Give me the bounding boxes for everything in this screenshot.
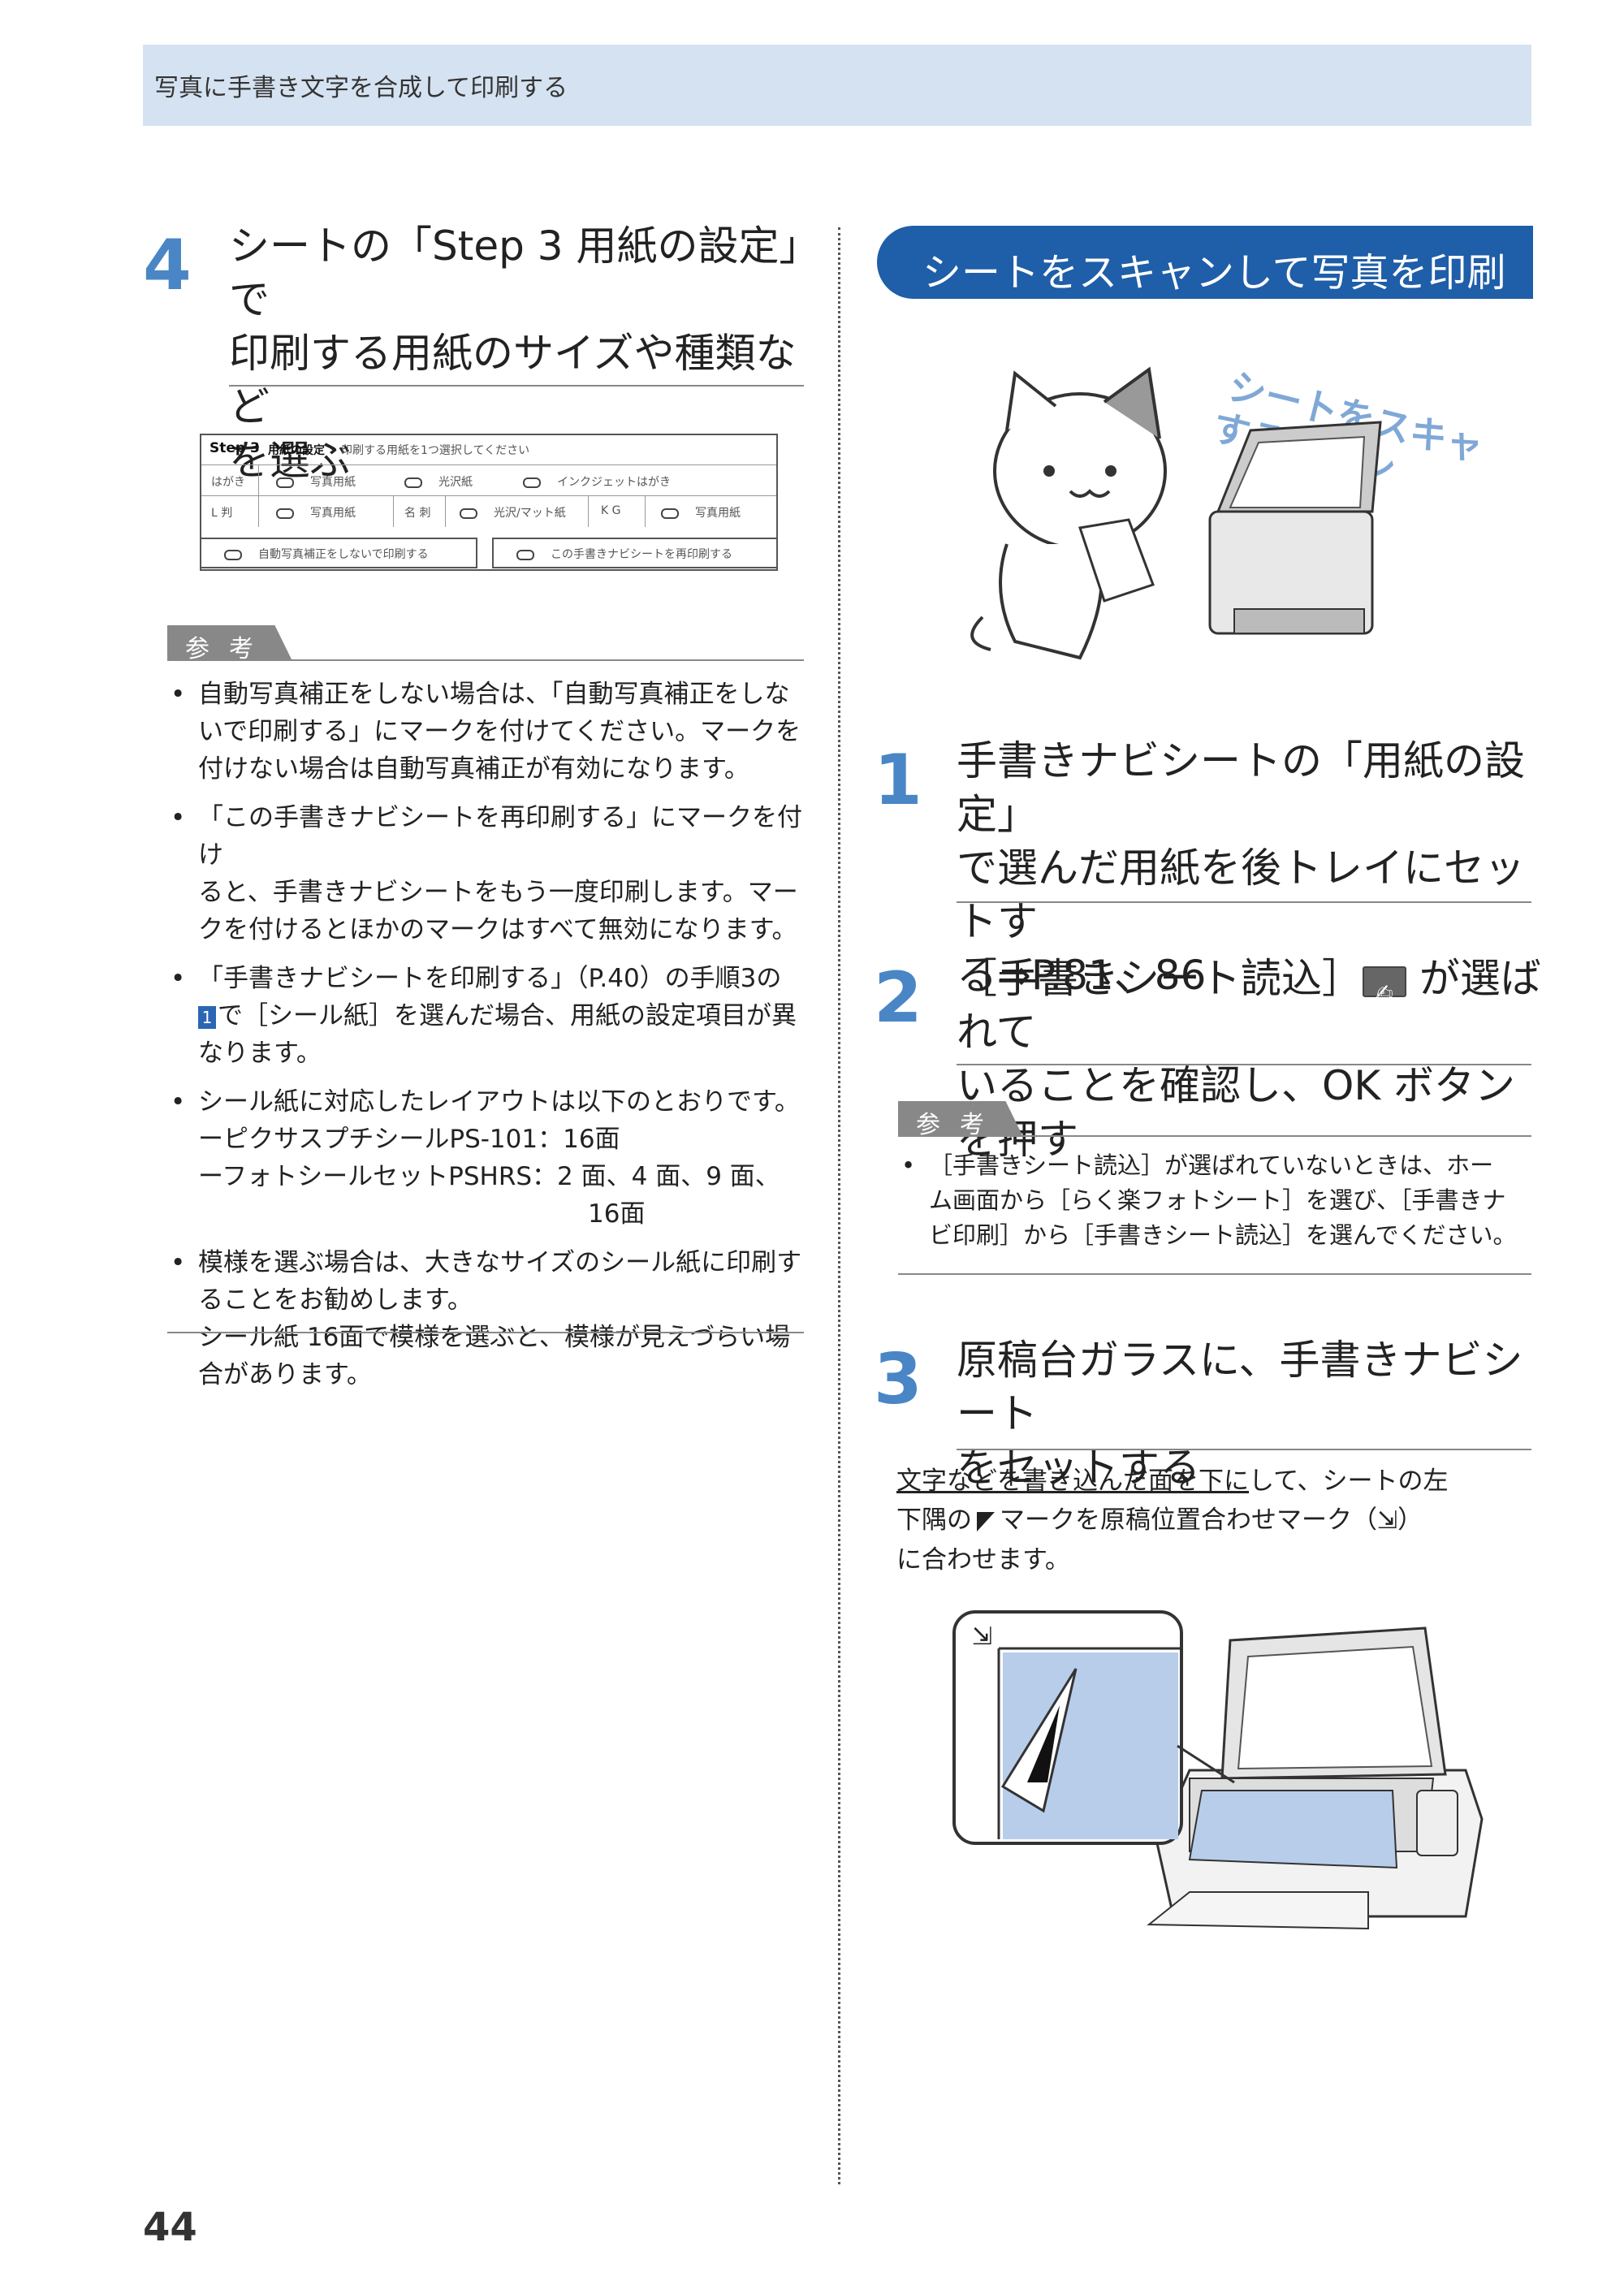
paper-settings-table: Step 3 用紙の設定 印刷する用紙を1つ選択してください はがき 写真用紙 … bbox=[200, 434, 778, 571]
alignment-mark-icon: ⇲ bbox=[1377, 1506, 1398, 1535]
step-2-number: 2 bbox=[874, 957, 922, 1039]
reference-rule bbox=[167, 659, 804, 661]
radio-icon[interactable] bbox=[404, 477, 422, 488]
step-3-body: 文字などを書き込んだ面を下にして、シートの左 下隅のマークを原稿位置合わせマーク… bbox=[896, 1467, 1449, 1575]
step-4-title: シートの「Step 3 用紙の設定」で 印刷する用紙のサイズや種類など を選ぶ bbox=[229, 222, 800, 484]
option-no-auto-correct[interactable]: 自動写真補正をしないで印刷する bbox=[200, 538, 477, 568]
radio-icon[interactable] bbox=[276, 477, 294, 488]
cat-scanner-illustration: シートをスキャン するニャン bbox=[970, 364, 1478, 660]
settings-row-l-size: L 判 写真用紙 名 刺 光沢/マット紙 K G 写真用紙 bbox=[201, 495, 776, 527]
corner-mark-icon bbox=[977, 1511, 995, 1531]
reference-tag-right: 参考 bbox=[898, 1101, 1023, 1137]
scanner-placement-illustration: ⇲ bbox=[952, 1610, 1484, 1930]
step-3-rule bbox=[957, 1449, 1531, 1450]
option-reprint-sheet[interactable]: この手書きナビシートを再印刷する bbox=[492, 538, 778, 568]
note-4: • シール紙に対応したレイアウトは以下のとおりです。 ーピクサスプチシールPS-… bbox=[171, 1087, 800, 1229]
page-number: 44 bbox=[143, 2205, 197, 2250]
header-title: 写真に手書き文字を合成して印刷する bbox=[154, 74, 568, 102]
reference-rule-right bbox=[898, 1135, 1531, 1137]
note-5: • 模様を選ぶ場合は、大きなサイズのシール紙に印刷す ることをお勧めします。 シ… bbox=[171, 1248, 802, 1389]
step-1-title: 手書きナビシートの「用紙の設定」 で選んだ用紙を後トレイにセットす る⇒P.81… bbox=[957, 737, 1525, 999]
step-1-number: 1 bbox=[874, 740, 922, 821]
step-2-title: ［手書きシート読込］ が選ばれて いることを確認し、OK ボタンを押す bbox=[957, 952, 1541, 1166]
ref-end-rule-right bbox=[898, 1273, 1531, 1275]
notes-end-rule bbox=[167, 1332, 804, 1333]
handwritten-sheet-icon bbox=[1363, 966, 1406, 1020]
settings-row-postcard: はがき 写真用紙 光沢紙 インクジェットはがき bbox=[201, 464, 776, 496]
column-divider bbox=[838, 227, 840, 2184]
note-2: • 「この手書きナビシートを再印刷する」にマークを付け ると、手書きナビシートを… bbox=[171, 803, 802, 944]
reference-tag: 参考 bbox=[167, 625, 292, 661]
svg-text:⇲: ⇲ bbox=[972, 1622, 992, 1651]
radio-icon[interactable] bbox=[523, 477, 541, 488]
step-4-number: 4 bbox=[143, 225, 192, 306]
step-3-number: 3 bbox=[874, 1339, 922, 1420]
radio-icon[interactable] bbox=[460, 508, 477, 519]
step-3-title: 原稿台ガラスに、手書きナビシート をセットする bbox=[957, 1337, 1523, 1491]
step-4-rule bbox=[229, 385, 804, 387]
reference-notes-right: • ［手書きシート読込］が選ばれていないときは、ホー ム画面から［らく楽フォトシ… bbox=[898, 1148, 1540, 1264]
radio-icon[interactable] bbox=[661, 508, 679, 519]
step-2-rule bbox=[957, 1064, 1531, 1065]
section-banner: シートをスキャンして写真を印刷する bbox=[877, 226, 1533, 352]
step-1-rule bbox=[957, 901, 1531, 903]
radio-icon bbox=[516, 549, 534, 560]
radio-icon bbox=[224, 549, 242, 560]
ref-note-right: • ［手書きシート読込］が選ばれていないときは、ホー ム画面から［らく楽フォトシ… bbox=[901, 1151, 1517, 1249]
step-number-badge: 1 bbox=[198, 1005, 216, 1029]
radio-icon[interactable] bbox=[276, 508, 294, 519]
note-1: • 自動写真補正をしない場合は、「自動写真補正をしな いで印刷する」にマークを付… bbox=[171, 680, 801, 784]
running-header: 写真に手書き文字を合成して印刷する bbox=[143, 45, 1531, 126]
reference-notes: • 自動写真補正をしない場合は、「自動写真補正をしな いで印刷する」にマークを付… bbox=[167, 676, 809, 1405]
